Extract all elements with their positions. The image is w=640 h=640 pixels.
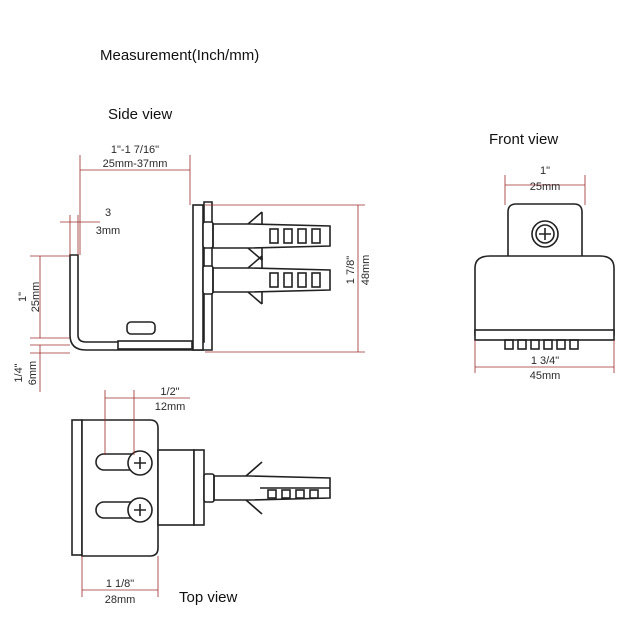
- top-slot-mm: 12mm: [155, 401, 186, 413]
- top-width-in: 1 1/8": [106, 578, 134, 590]
- side-height-in: 1": [17, 292, 29, 302]
- diagram-title: Measurement(Inch/mm): [100, 47, 260, 64]
- side-screw-head: [126, 321, 156, 335]
- front-view-label: Front view: [489, 131, 559, 148]
- side-height-mm: 25mm: [30, 282, 42, 313]
- side-width-in: 1"-1 7/16": [111, 144, 159, 156]
- front-bottom-mm: 45mm: [530, 370, 561, 382]
- front-body: [474, 255, 615, 336]
- side-total-mm: 48mm: [360, 255, 372, 286]
- front-top-in: 1": [540, 165, 550, 177]
- side-width-mm: 25mm-37mm: [103, 158, 168, 170]
- front-screw-icon: [531, 220, 559, 248]
- top-slot-in: 1/2": [160, 386, 179, 398]
- top-anchor: [203, 461, 331, 515]
- side-anchor-lower: [202, 255, 331, 305]
- side-base-plate: [117, 340, 193, 350]
- side-total-in: 1 7/8": [345, 256, 357, 284]
- top-width-mm: 28mm: [105, 594, 136, 606]
- side-anchor-upper: [202, 211, 331, 261]
- front-view-drawing: 1" 25mm 1 3/4" 45mm: [474, 165, 615, 382]
- front-top-mm: 25mm: [530, 181, 561, 193]
- top-slot-upper: [95, 450, 153, 476]
- side-bracket: [69, 201, 213, 351]
- front-bottom-in: 1 3/4": [531, 355, 559, 367]
- side-gap-mm: 3mm: [96, 225, 120, 237]
- top-plate: [193, 449, 205, 526]
- front-feet: [504, 339, 579, 350]
- side-thickness-mm: 6mm: [27, 361, 39, 385]
- top-back-plate: [71, 419, 83, 556]
- side-view-label: Side view: [108, 106, 173, 123]
- side-view-drawing: 1"-1 7/16" 25mm-37mm 3 3mm 1" 25mm 1/4" …: [13, 144, 372, 392]
- front-base: [474, 329, 615, 341]
- top-slot-lower: [95, 497, 153, 523]
- top-body: [81, 419, 159, 557]
- side-thickness-in: 1/4": [13, 363, 25, 382]
- side-vertical-plate: [192, 204, 204, 351]
- top-view-drawing: 1/2" 12mm 1 1/8" 28mm: [71, 386, 331, 606]
- top-view-label: Top view: [179, 589, 238, 606]
- top-neck: [157, 449, 195, 526]
- side-gap-in: 3: [105, 207, 111, 219]
